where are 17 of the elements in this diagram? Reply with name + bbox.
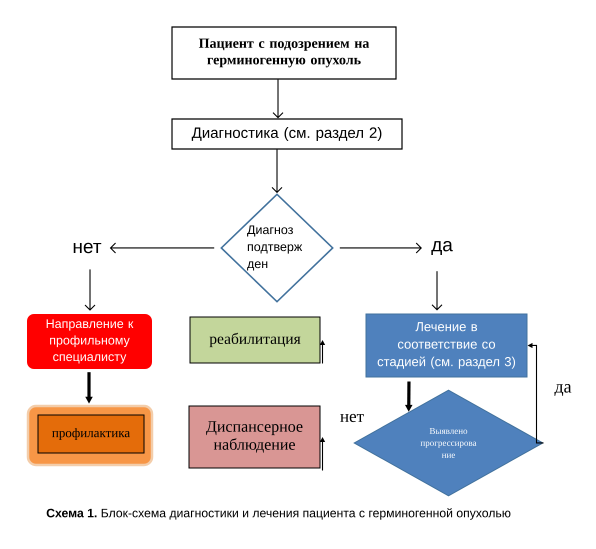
process-box: Пациент с подозрением на герминогенную опухоль bbox=[171, 26, 397, 80]
process-box: Диспансерное наблюдение bbox=[188, 405, 320, 468]
arrow bbox=[340, 242, 422, 254]
branch-label: нет bbox=[74, 242, 102, 254]
process-box: Направление к профильному специалисту bbox=[27, 314, 152, 369]
process-box: Диагностика (см. раздел 2) bbox=[171, 118, 403, 150]
arrow bbox=[84, 269, 96, 311]
arrow bbox=[110, 242, 214, 254]
arrow bbox=[272, 150, 282, 194]
figure-caption: Схема 1. Блок-схема диагностики и лечения пациента с герминогенной опухолью bbox=[46, 508, 510, 520]
process-box: Лечение в соответствие со стадией (см. раздел 3) bbox=[366, 313, 528, 378]
arrow bbox=[432, 271, 442, 310]
arrow bbox=[272, 80, 284, 118]
process-box: реабилитация bbox=[190, 316, 320, 364]
branch-label: да bbox=[431, 241, 453, 255]
edge-label: да bbox=[553, 383, 573, 397]
process-box: профилактика bbox=[38, 414, 144, 454]
